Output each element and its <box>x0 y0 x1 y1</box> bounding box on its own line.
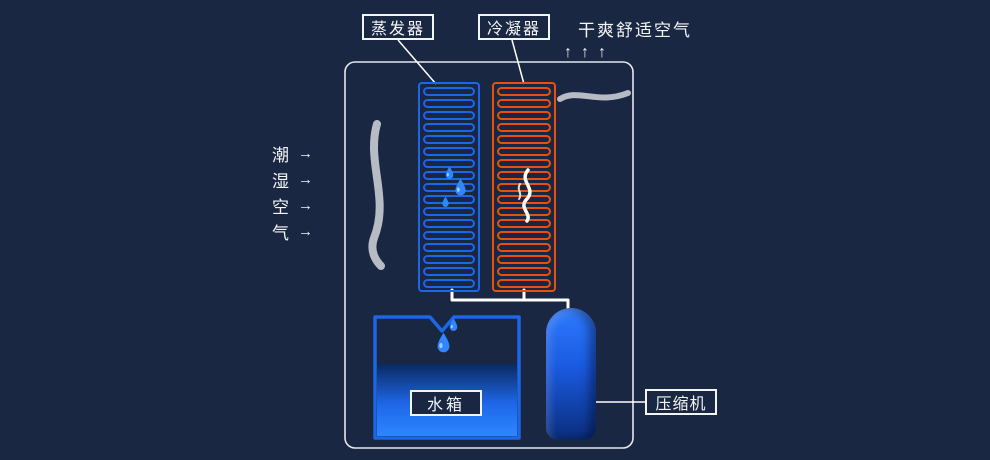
humid-air-char: 气 <box>272 223 289 243</box>
compressor-label-text: 压缩机 <box>655 396 707 413</box>
coil-slat <box>423 231 475 240</box>
coil-slat <box>497 147 551 156</box>
flame-icon <box>517 168 532 223</box>
fan-swoosh <box>368 120 385 270</box>
coil-slat <box>423 147 475 156</box>
coil-slat <box>423 279 475 288</box>
coil-slat <box>423 87 475 96</box>
humid-air-row: 湿 → <box>272 166 313 192</box>
coil-slat <box>423 207 475 216</box>
evaporator-coil <box>418 82 480 292</box>
coil-slat <box>497 255 551 264</box>
coil-slat <box>497 111 551 120</box>
coil-slat <box>423 219 475 228</box>
humid-air-char: 潮 <box>272 145 289 165</box>
coil-slat <box>497 135 551 144</box>
up-arrow-icon: ↑ <box>564 44 572 61</box>
airflow-swoosh <box>557 90 631 102</box>
dry-air-label: 干爽舒适空气 <box>578 21 692 40</box>
dry-air-arrows: ↑ ↑ ↑ <box>564 44 606 62</box>
water-droplet-icon <box>437 332 450 353</box>
humid-air-row: 气 → <box>272 218 313 244</box>
coil-slat <box>423 243 475 252</box>
water-droplet-icon <box>449 318 458 331</box>
right-arrow-icon: → <box>298 170 313 188</box>
coil-slat <box>423 135 475 144</box>
water-droplet-icon <box>442 196 449 207</box>
humid-air-char: 空 <box>272 197 289 217</box>
water-tank-label: 水箱 <box>410 390 482 416</box>
coil-slat <box>497 99 551 108</box>
evaporator-label-text: 蒸发器 <box>370 21 425 38</box>
humid-air-label: 潮 → 湿 → 空 → 气 → <box>272 140 313 244</box>
coil-slat <box>423 99 475 108</box>
up-arrow-icon: ↑ <box>598 44 606 61</box>
humid-air-char: 湿 <box>272 171 289 191</box>
right-arrow-icon: → <box>298 196 313 214</box>
humid-air-row: 空 → <box>272 192 313 218</box>
coil-slat <box>423 111 475 120</box>
up-arrow-icon: ↑ <box>581 44 589 61</box>
humid-air-row: 潮 → <box>272 140 313 166</box>
evaporator-leader-line <box>397 39 437 85</box>
compressor-body <box>546 308 596 440</box>
coil-slat <box>497 243 551 252</box>
evaporator-label: 蒸发器 <box>362 14 434 40</box>
water-droplet-icon <box>455 178 466 196</box>
coil-slat <box>423 267 475 276</box>
water-tank-label-text: 水箱 <box>426 397 465 414</box>
coil-slat <box>497 267 551 276</box>
pipe-lines <box>450 288 570 318</box>
condenser-leader-line <box>511 39 525 85</box>
coil-slat <box>423 255 475 264</box>
compressor-label: 压缩机 <box>645 389 717 415</box>
right-arrow-icon: → <box>298 144 313 162</box>
coil-slat <box>497 231 551 240</box>
coil-slat <box>497 87 551 96</box>
coil-slat <box>497 123 551 132</box>
condenser-label-text: 冷凝器 <box>486 21 541 38</box>
coil-slat <box>497 279 551 288</box>
coil-slat <box>423 123 475 132</box>
right-arrow-icon: → <box>298 222 313 240</box>
condenser-label: 冷凝器 <box>478 14 550 40</box>
